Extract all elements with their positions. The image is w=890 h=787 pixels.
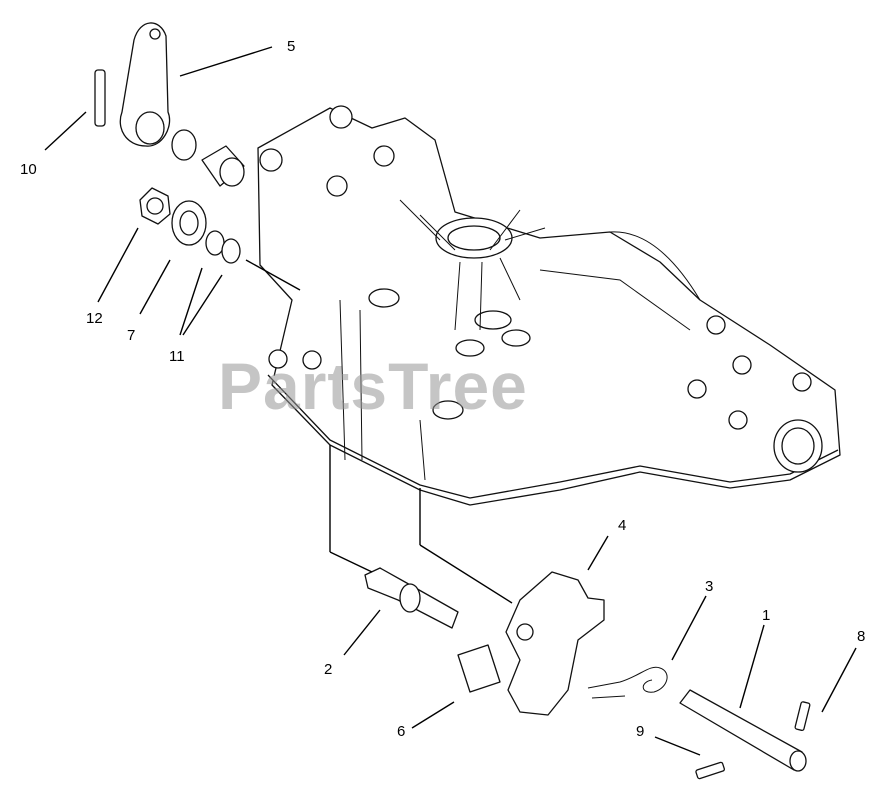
part-9-pin: [695, 761, 725, 780]
callout-12: 12: [86, 310, 103, 327]
leader-10: [44, 111, 87, 151]
part-10-pin: [94, 69, 106, 127]
callout-5: 5: [287, 38, 296, 55]
leader-12: [97, 227, 139, 303]
leader-5: [179, 46, 273, 77]
callout-3: 3: [705, 578, 714, 595]
part-11-ring-b: [221, 238, 241, 264]
alignment-line-2b: [329, 551, 373, 573]
leader-11a: [179, 267, 203, 336]
callout-2: 2: [324, 661, 333, 678]
seal: [171, 129, 197, 161]
part-1-shaft: [679, 689, 803, 771]
callout-4: 4: [618, 517, 627, 534]
leader-3: [671, 595, 707, 661]
callout-1: 1: [762, 607, 771, 624]
leader-7: [139, 259, 171, 315]
leader-1: [739, 624, 765, 709]
part-3-spring: [587, 666, 668, 699]
callout-6: 6: [397, 723, 406, 740]
callout-9: 9: [636, 723, 645, 740]
alignment-line-7: [245, 259, 301, 291]
part-11-ring-a: [205, 230, 225, 256]
part-4-plate: [505, 571, 605, 716]
leader-8: [821, 647, 857, 713]
callout-11: 11: [169, 348, 185, 365]
part-6-block: [457, 644, 501, 693]
leader-4: [587, 535, 609, 571]
leader-6: [411, 701, 455, 729]
leader-9: [654, 736, 701, 756]
alignment-line-4b: [419, 544, 513, 604]
part-8-pin: [794, 701, 811, 732]
callout-10: 10: [20, 161, 37, 178]
leader-2: [343, 609, 381, 656]
watermark: PartsTree: [218, 349, 528, 423]
callout-8: 8: [857, 628, 866, 645]
leader-11b: [182, 274, 223, 336]
part-5-hub: [135, 111, 165, 145]
transaxle-housing: [257, 105, 841, 506]
callout-7: 7: [127, 327, 136, 344]
